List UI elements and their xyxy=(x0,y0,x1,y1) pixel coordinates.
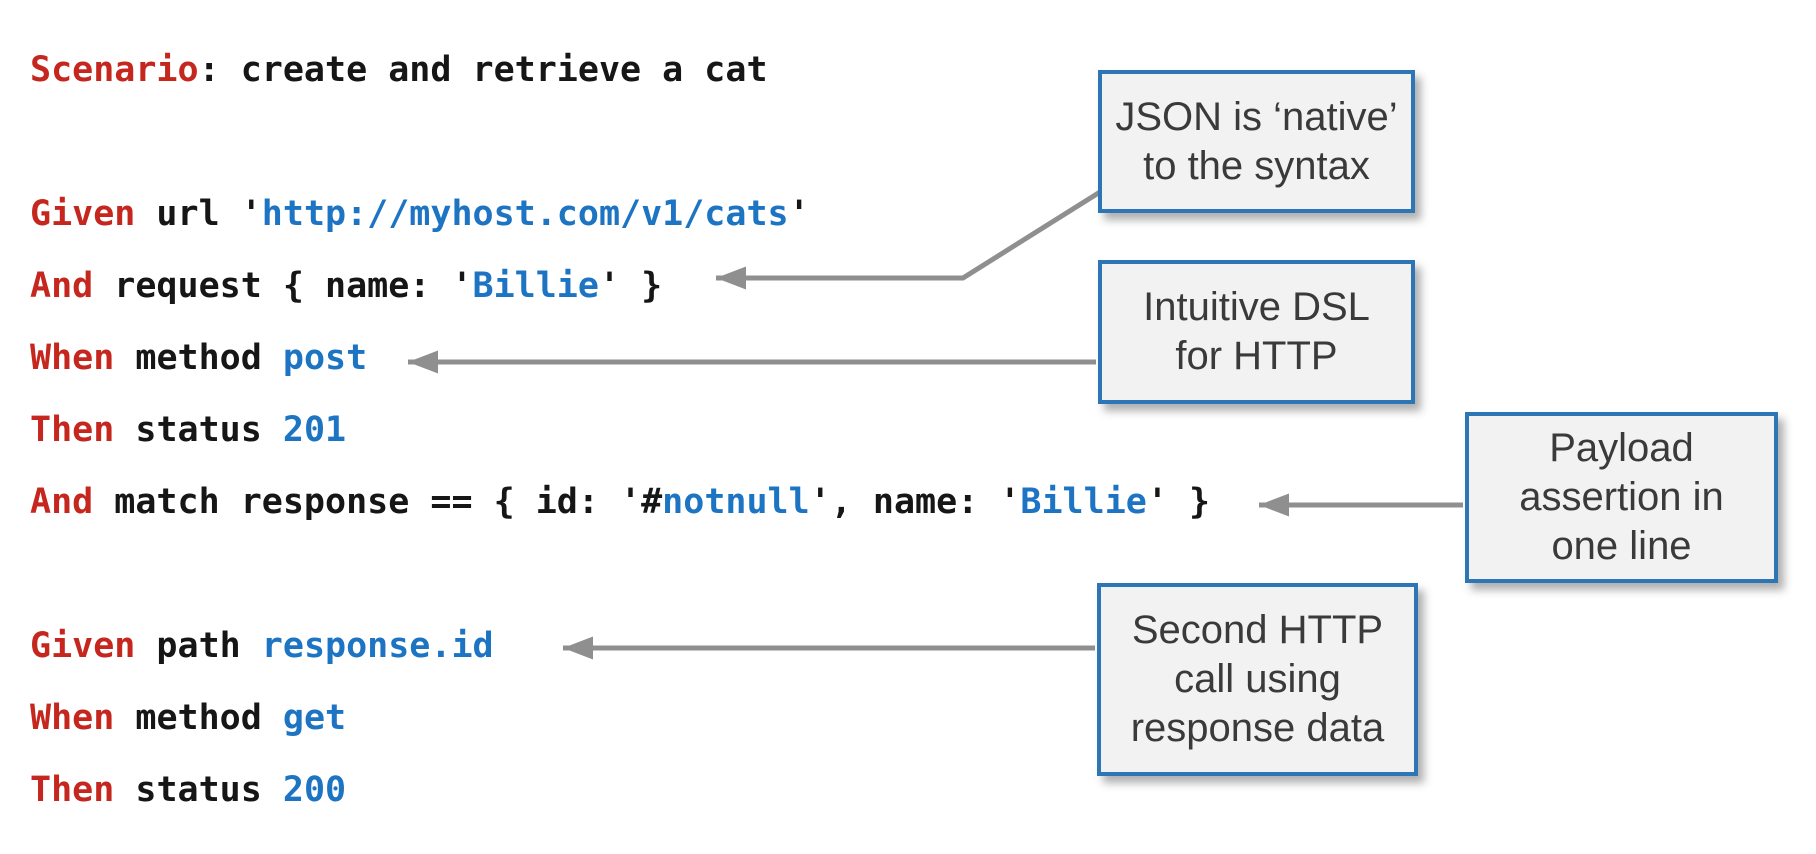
callout-intuitive-dsl: Intuitive DSL for HTTP xyxy=(1098,260,1415,404)
code-line xyxy=(30,106,1210,178)
code-segment-red: Given xyxy=(30,626,136,666)
code-segment-blue: Billie xyxy=(1020,482,1147,522)
code-segment-red: Scenario xyxy=(30,50,199,90)
code-segment-black: match response == { id: '# xyxy=(93,482,663,522)
code-segment-black: status xyxy=(114,770,283,810)
code-segment-blue: get xyxy=(282,698,347,738)
code-segment-red: When xyxy=(30,698,115,738)
code-line: Then status 200 xyxy=(30,754,1210,826)
code-segment-red: Then xyxy=(30,410,115,450)
callout-json-native-text: JSON is ‘native’ to the syntax xyxy=(1115,94,1398,188)
code-segment-black: : create and retrieve a cat xyxy=(198,50,768,90)
code-segment-black: ', name: ' xyxy=(809,482,1021,522)
code-segment-black: path xyxy=(135,626,262,666)
code-line: And match response == { id: '#notnull', … xyxy=(30,466,1210,538)
code-segment-black: ' } xyxy=(598,266,663,306)
code-segment-black: ' xyxy=(788,194,810,234)
code-line: When method get xyxy=(30,682,1210,754)
code-segment-black: url ' xyxy=(135,194,262,234)
code-line: And request { name: 'Billie' } xyxy=(30,250,1210,322)
callout-json-native: JSON is ‘native’ to the syntax xyxy=(1098,70,1415,213)
code-segment-black: request { name: ' xyxy=(93,266,473,306)
callout-second-call-text: Second HTTP call using response data xyxy=(1130,608,1385,750)
code-segment-black: method xyxy=(114,338,283,378)
callout-payload: Payload assertion in one line xyxy=(1465,412,1778,583)
code-segment-black: status xyxy=(114,410,283,450)
code-segment-black: ' } xyxy=(1146,482,1211,522)
code-segment-blue: post xyxy=(282,338,368,378)
code-segment-blue: 201 xyxy=(282,410,347,450)
callout-intuitive-dsl-text: Intuitive DSL for HTTP xyxy=(1143,285,1370,378)
code-segment-blue: http://myhost.com/v1/cats xyxy=(261,194,789,234)
code-line: Given path response.id xyxy=(30,610,1210,682)
code-segment-red: And xyxy=(30,482,94,522)
code-segment-red: When xyxy=(30,338,115,378)
code-segment-red: Given xyxy=(30,194,136,234)
code-segment-red: And xyxy=(30,266,94,306)
code-line: Then status 201 xyxy=(30,394,1210,466)
code-segment-black: method xyxy=(114,698,283,738)
code-segment-red: Then xyxy=(30,770,115,810)
code-segment-blue: response.id xyxy=(261,626,494,666)
callout-payload-text: Payload assertion in one line xyxy=(1519,426,1724,568)
code-line: When method post xyxy=(30,322,1210,394)
code-segment-blue: notnull xyxy=(662,482,810,522)
code-segment-blue: Billie xyxy=(472,266,599,306)
callout-second-call: Second HTTP call using response data xyxy=(1097,583,1418,776)
code-line: Given url 'http://myhost.com/v1/cats' xyxy=(30,178,1210,250)
code-line: Scenario: create and retrieve a cat xyxy=(30,34,1210,106)
code-segment-blue: 200 xyxy=(282,770,347,810)
code-line xyxy=(30,538,1210,610)
